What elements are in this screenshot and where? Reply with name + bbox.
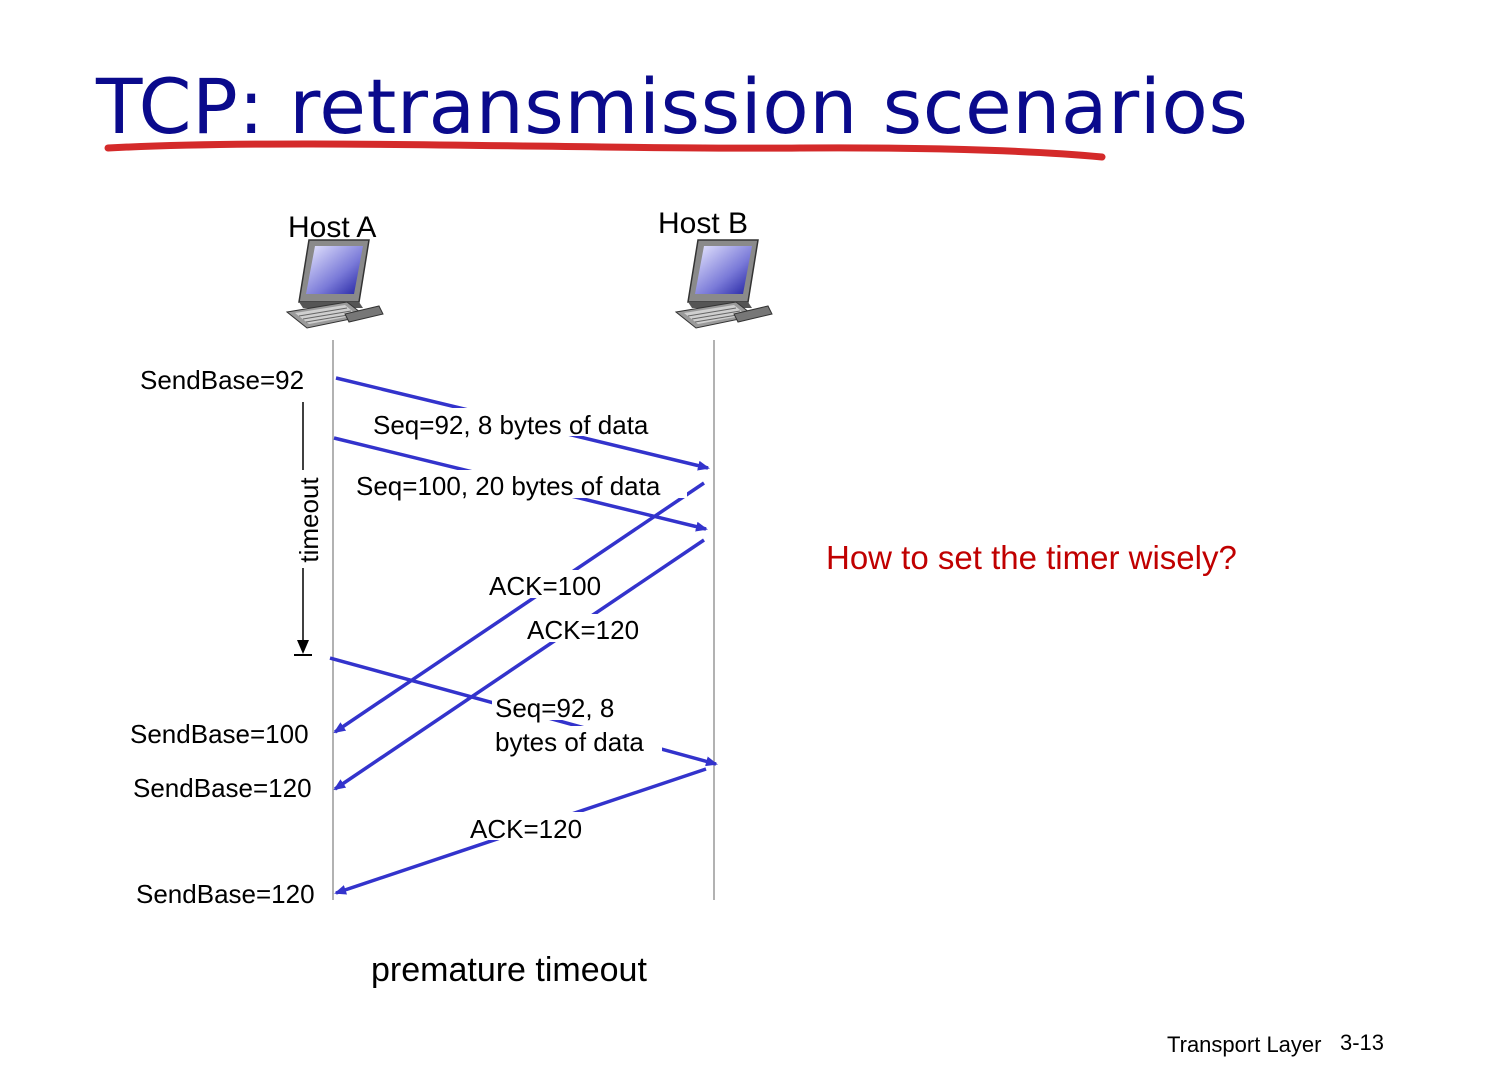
footer-page-number: 3-13: [1340, 1030, 1384, 1055]
sendbase-label: SendBase=92: [140, 365, 304, 395]
message-ack100: [333, 481, 705, 734]
sendbase-label: SendBase=120: [133, 773, 312, 803]
message-label: Seq=92, 8 bytes of data: [373, 410, 649, 440]
message-label: bytes of data: [495, 727, 644, 757]
message-label: ACK=120: [527, 615, 639, 645]
title-underline: [104, 140, 1106, 161]
sendbase-label: SendBase=120: [136, 879, 315, 909]
message-label: ACK=100: [489, 571, 601, 601]
timeout-label: timeout: [294, 477, 324, 563]
timer-question: How to set the timer wisely?: [826, 539, 1237, 576]
host-b-label: Host B: [658, 207, 748, 240]
message-label: Seq=100, 20 bytes of data: [356, 471, 661, 501]
message-label: Seq=92, 8: [495, 693, 614, 723]
desktop-computer-icon: [286, 239, 384, 329]
sendbase-label: SendBase=100: [130, 719, 309, 749]
footer-section: Transport Layer: [1167, 1032, 1321, 1057]
message-label: ACK=120: [470, 814, 582, 844]
host-a-label: Host A: [288, 211, 376, 244]
slide-title: TCP: retransmission scenarios: [96, 62, 1249, 151]
timeout-interval: timeout: [294, 402, 324, 656]
scenario-caption: premature timeout: [371, 951, 647, 989]
message-ack120: [333, 538, 705, 791]
desktop-computer-icon: [675, 239, 773, 329]
